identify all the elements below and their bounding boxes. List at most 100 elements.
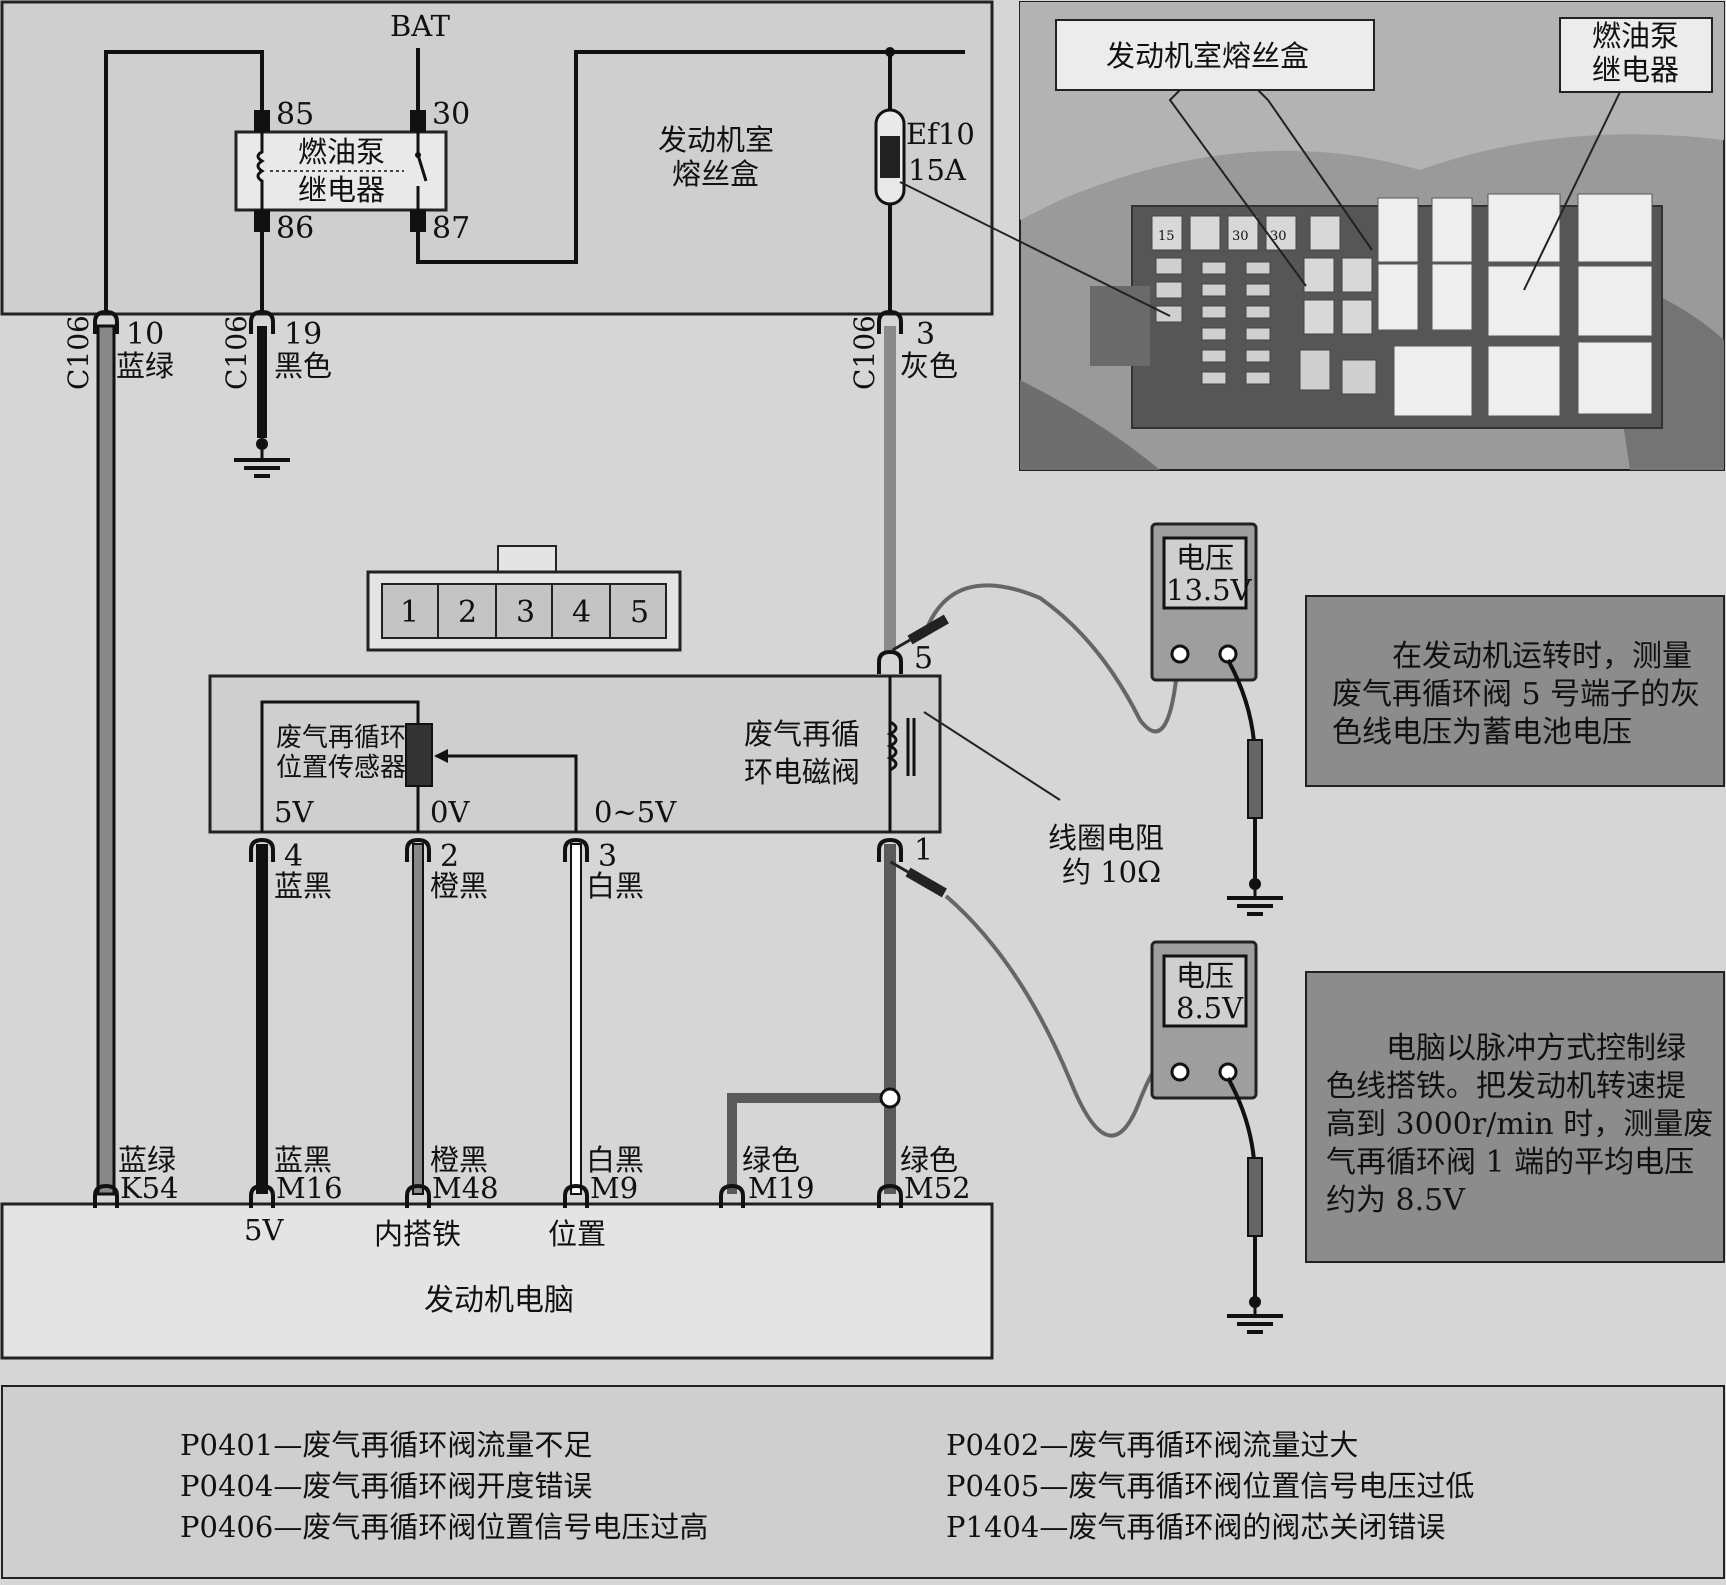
note1-line1: 在发动机运转时，测量 <box>1392 639 1692 674</box>
c106-wire-color-3: 灰色 <box>900 349 958 383</box>
egr-plug-face: 1 2 3 4 5 <box>366 545 682 652</box>
fusebox-photo: 15 30 30 发动机室熔丝盒 燃油泵 继电器 <box>1019 1 1725 471</box>
ecu-wire-color-m9: 白黑 <box>586 1143 644 1177</box>
ecu-function-position: 位置 <box>548 1217 606 1251</box>
meter1-value: 13.5V <box>1166 573 1253 607</box>
photo-fuse-tag-1: 15 <box>1158 229 1175 244</box>
photo-fusebox-callout: 发动机室熔丝盒 <box>1106 39 1309 73</box>
meter2-title: 电压 <box>1176 959 1234 993</box>
photo-relay-callout-line1: 燃油泵 <box>1592 19 1679 53</box>
relay-label-line1: 燃油泵 <box>298 135 385 169</box>
ecu-wire-color-m52: 绿色 <box>900 1143 958 1177</box>
ecu-code-m52: M52 <box>904 1171 971 1205</box>
egr-bottom-color-3: 白黑 <box>586 869 644 903</box>
ecu-function-ground: 内搭铁 <box>374 1217 461 1251</box>
relay-pin-86: 86 <box>276 211 314 246</box>
voltmeter-1: 电压 13.5V <box>891 522 1285 916</box>
relay-pin-87: 87 <box>432 211 470 246</box>
ecu-wire-color-k54: 蓝绿 <box>118 1143 176 1177</box>
egr-bottom-pin-3: 3 <box>598 839 617 874</box>
c106-label-1: C106 <box>62 315 95 390</box>
fusebox-label-line2: 熔丝盒 <box>672 157 759 191</box>
photo-fuse-tag-3: 30 <box>1270 229 1287 244</box>
note2-line1: 电脑以脉冲方式控制绿 <box>1386 1031 1686 1066</box>
note-box-2: 电脑以脉冲方式控制绿 色线搭铁。把发动机转速提 高到 3000r/min 时，测… <box>1305 971 1725 1263</box>
note2-line4: 气再循环阀 1 端的平均电压 <box>1326 1145 1694 1180</box>
c106-wire-color-19: 黑色 <box>274 349 332 383</box>
ecu-wire-color-m16: 蓝黑 <box>274 1143 332 1177</box>
plug-pin-4: 4 <box>572 595 591 630</box>
note1-line2: 废气再循环阀 5 号端子的灰 <box>1332 677 1700 712</box>
note-box-1: 在发动机运转时，测量 废气再循环阀 5 号端子的灰 色线电压为蓄电池电压 <box>1305 595 1725 787</box>
coil-resistance-line1: 线圈电阻 <box>1048 821 1164 855</box>
coil-resistance-line2: 约 10Ω <box>1062 855 1161 889</box>
egr-sensor-label-line2: 位置传感器 <box>276 753 406 783</box>
c106-label-2: C106 <box>220 315 253 390</box>
dtc-list: P0401—废气再循环阀流量不足 P0402—废气再循环阀流量过大 P0404—… <box>1 1385 1725 1579</box>
egr-bottom-pin-4: 4 <box>284 839 303 874</box>
relay-pin-85: 85 <box>276 97 314 132</box>
ecu-code-m9: M9 <box>590 1171 638 1205</box>
egr-voltage-5v: 5V <box>274 795 314 829</box>
egr-valve-box: 废气再循环 位置传感器 5V 0V 0~5V 废气再循 环电磁阀 <box>208 674 942 834</box>
ecu-box: 发动机电脑 <box>0 1202 994 1360</box>
note2-line2: 色线搭铁。把发动机转速提 <box>1326 1069 1686 1104</box>
fuse-pointer-line <box>899 181 1171 317</box>
ecu-code-m16: M16 <box>276 1171 343 1205</box>
dtc-row-2: P0402—废气再循环阀流量过大 <box>946 1428 1358 1462</box>
voltmeter-2: 电压 8.5V <box>889 860 1285 1334</box>
relay-pin-30: 30 <box>432 97 470 132</box>
photo-fuse-tag-2: 30 <box>1232 229 1249 244</box>
photo-relay-callout-line2: 继电器 <box>1592 53 1679 87</box>
dtc-row-4: P0405—废气再循环阀位置信号电压过低 <box>946 1469 1474 1503</box>
egr-valve-label-line2: 环电磁阀 <box>744 755 860 789</box>
top-wiring <box>104 48 965 312</box>
c106-label-3: C106 <box>848 315 881 390</box>
fusebox-label-line1: 发动机室 <box>658 123 774 157</box>
fuse-ef10: Ef10 15A <box>874 108 975 206</box>
c106-pin-3: 3 <box>916 317 935 352</box>
ecu-code-k54: K54 <box>120 1171 179 1205</box>
c106-wires <box>96 324 896 1196</box>
dtc-row-3: P0404—废气再循环阀开度错误 <box>180 1469 592 1503</box>
note2-line3: 高到 3000r/min 时，测量废 <box>1326 1107 1713 1142</box>
fusebox-panel <box>0 0 994 316</box>
ecu-wire-color-m48: 橙黑 <box>430 1143 488 1177</box>
dtc-row-6: P1404—废气再循环阀的阀芯关闭错误 <box>946 1510 1445 1544</box>
ecu-code-m48: M48 <box>432 1171 499 1205</box>
ecu-label: 发动机电脑 <box>424 1283 574 1318</box>
fuse-name: Ef10 <box>906 117 975 151</box>
plug-pin-5: 5 <box>630 595 649 630</box>
note2-line5: 约为 8.5V <box>1326 1183 1466 1218</box>
plug-pin-3: 3 <box>516 595 535 630</box>
relay-label-line2: 继电器 <box>298 173 385 207</box>
meter2-value: 8.5V <box>1176 991 1244 1025</box>
dtc-row-5: P0406—废气再循环阀位置信号电压过高 <box>180 1510 708 1544</box>
c106-wire-color-10: 蓝绿 <box>116 349 174 383</box>
fuel-pump-relay: 85 30 86 87 燃油泵 继电器 <box>234 97 470 246</box>
note1-line3: 色线电压为蓄电池电压 <box>1332 715 1632 750</box>
egr-sensor-label-line1: 废气再循环 <box>276 723 406 753</box>
egr-pin-5: 5 <box>914 641 933 676</box>
plug-pin-2: 2 <box>458 595 477 630</box>
ecu-code-m19: M19 <box>748 1171 815 1205</box>
meter1-title: 电压 <box>1176 541 1234 575</box>
ecu-function-5v: 5V <box>244 1213 284 1247</box>
plug-pin-1: 1 <box>400 595 419 630</box>
egr-bottom-color-4: 蓝黑 <box>274 869 332 903</box>
egr-pin-1: 1 <box>914 833 933 868</box>
egr-voltage-0v: 0V <box>430 795 470 829</box>
ecu-wire-color-m19: 绿色 <box>742 1143 800 1177</box>
egr-bottom-color-2: 橙黑 <box>430 869 488 903</box>
c106-pin-19: 19 <box>284 317 322 352</box>
egr-voltage-range: 0~5V <box>594 795 677 829</box>
dtc-row-1: P0401—废气再循环阀流量不足 <box>180 1428 592 1462</box>
bat-label: BAT <box>390 9 451 43</box>
egr-bottom-pin-2: 2 <box>440 839 459 874</box>
fuse-rating: 15A <box>908 153 967 187</box>
egr-valve-label-line1: 废气再循 <box>744 717 860 751</box>
lower-wires <box>256 843 901 1195</box>
c106-pin-10: 10 <box>126 317 164 352</box>
